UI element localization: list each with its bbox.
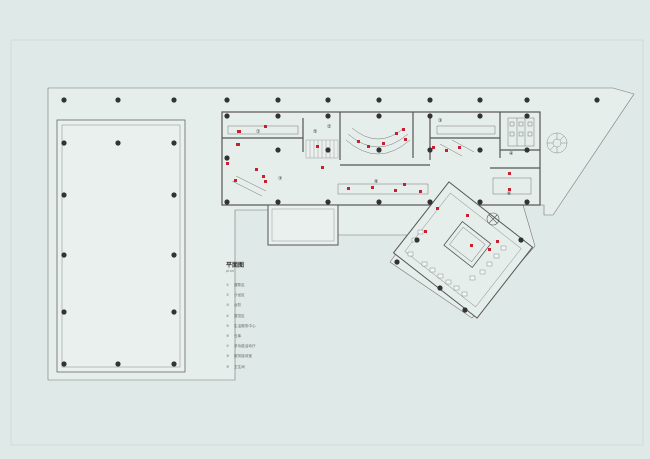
site-outline xyxy=(47,87,635,381)
building-walls xyxy=(221,111,541,206)
spiral-stair xyxy=(546,132,568,154)
room-label: ⑦ xyxy=(278,176,283,182)
staircase xyxy=(305,139,339,159)
legend-label: 仓库 xyxy=(234,333,242,338)
courtyard-inner xyxy=(61,124,181,368)
entrance-bay-inner xyxy=(271,208,335,242)
legend-number: ③ xyxy=(226,303,230,308)
legend-item: ② 沙龙区 xyxy=(226,293,346,297)
room-label: ⑧ xyxy=(374,179,379,185)
legend-number: ① xyxy=(226,283,230,287)
legend: 平面图 plan ① 展陈区 ② 沙龙区 ③ 台阶 ④ 展览区 ⑤ 生活服务中心 ⑥ 仓库 … xyxy=(226,262,346,375)
drawing-frame xyxy=(10,39,644,446)
legend-number: ② xyxy=(226,293,230,298)
restroom-fixtures xyxy=(507,117,535,147)
legend-list: ① 展陈区 ② 沙龙区 ③ 台阶 ④ 展览区 ⑤ 生活服务中心 ⑥ 仓库 ⑦ 多功能活动厅 ⑧… xyxy=(226,283,346,369)
amphitheatre-seating xyxy=(345,127,411,155)
legend-item: ⑤ 生活服务中心 xyxy=(226,324,346,328)
rotated-pavilion xyxy=(392,181,534,319)
legend-label: 生活服务中心 xyxy=(234,323,256,328)
legend-item: ③ 台阶 xyxy=(226,303,346,307)
legend-label: 沙龙区 xyxy=(234,293,245,298)
legend-label: 展陈区 xyxy=(234,283,245,287)
legend-label: 台阶 xyxy=(234,303,242,308)
legend-number: ④ xyxy=(226,313,230,318)
legend-label: 展览区 xyxy=(234,313,245,318)
legend-item: ⑦ 多功能活动厅 xyxy=(226,344,346,348)
legend-item: ① 展陈区 xyxy=(226,283,346,287)
red-seats xyxy=(226,125,511,251)
small-spiral xyxy=(486,212,500,226)
room-label: ⑥ xyxy=(507,191,512,197)
legend-number: ⑦ xyxy=(226,344,230,349)
legend-label: 服务接待室 xyxy=(234,354,252,359)
room-labels: ① ② ③ ④ ⑤ ⑥ ⑦ ⑧ xyxy=(256,118,514,197)
plan-subtitle: plan xyxy=(226,269,235,273)
room-label: ③ xyxy=(438,118,442,124)
courtyard-outer xyxy=(56,119,186,373)
legend-item: ④ 展览区 xyxy=(226,314,346,318)
room-label: ① xyxy=(256,129,261,135)
legend-number: ⑨ xyxy=(226,364,230,369)
plan-title: 平面图 xyxy=(226,262,245,269)
entrance-bay xyxy=(267,204,339,246)
furniture-tables xyxy=(227,125,532,197)
legend-number: ⑧ xyxy=(226,354,230,359)
legend-number: ⑤ xyxy=(226,323,230,328)
legend-item: ⑧ 服务接待室 xyxy=(226,354,346,358)
room-label: ⑤ xyxy=(313,129,317,135)
legend-item: ⑨ 卫生间 xyxy=(226,365,346,369)
legend-label: 卫生间 xyxy=(234,364,245,369)
legend-number: ⑥ xyxy=(226,333,230,338)
legend-item: ⑥ 仓库 xyxy=(226,334,346,338)
room-label: ④ xyxy=(509,151,514,157)
room-label: ② xyxy=(327,124,332,130)
structural-columns xyxy=(61,97,600,367)
legend-label: 多功能活动厅 xyxy=(234,344,256,349)
